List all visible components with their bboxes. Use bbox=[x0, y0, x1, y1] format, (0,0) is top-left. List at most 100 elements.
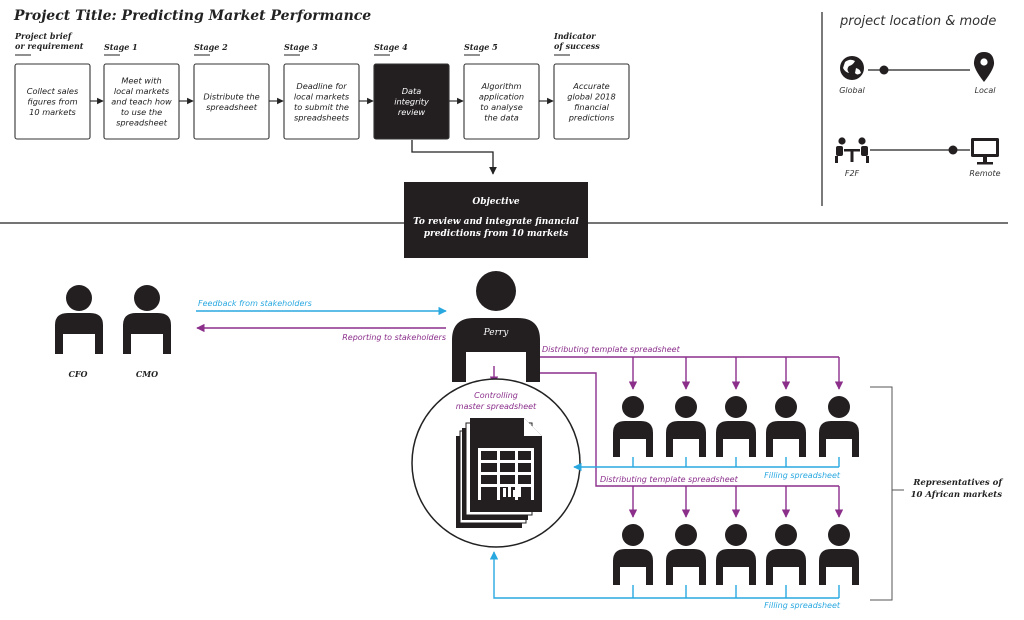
stage-label: Stage 5 bbox=[464, 42, 498, 52]
map-pin-icon bbox=[973, 52, 995, 82]
stakeholder-cfo bbox=[55, 285, 103, 354]
stage-text: Accurate bbox=[572, 81, 609, 91]
person-icon bbox=[716, 396, 756, 457]
representatives-line-2: 10 African markets bbox=[911, 490, 1003, 500]
top-distribution-drops bbox=[628, 357, 844, 390]
filling-connectors-top bbox=[632, 457, 840, 467]
stage-text: figures from bbox=[27, 97, 77, 107]
stage-text: Collect sales bbox=[27, 86, 79, 96]
stage-text: the data bbox=[484, 112, 518, 122]
cmo-label: CMO bbox=[136, 369, 158, 379]
stage-label: Stage 2 bbox=[194, 42, 228, 52]
stage-text: predictions bbox=[568, 112, 615, 122]
filling-label-1: Filling spreadsheet bbox=[764, 471, 841, 480]
objective-line-1: To review and integrate financial bbox=[413, 217, 579, 227]
f2f-label: F2F bbox=[845, 169, 860, 178]
stage-text: to submit the bbox=[294, 102, 349, 112]
person-icon bbox=[716, 524, 756, 585]
stage-text: global 2018 bbox=[567, 91, 615, 101]
meeting-icon bbox=[835, 137, 869, 163]
person-icon bbox=[819, 396, 859, 457]
controlling-line-1: Controlling bbox=[474, 391, 518, 400]
location-scale-marker bbox=[879, 65, 889, 75]
stage-text: review bbox=[398, 107, 426, 117]
person-icon bbox=[666, 396, 706, 457]
distributing-label-2: Distributing template spreadsheet bbox=[600, 475, 739, 484]
perry-label: Perry bbox=[483, 328, 510, 338]
stage-text: Data bbox=[402, 86, 422, 96]
stage-text: Distribute the bbox=[203, 91, 259, 101]
person-icon bbox=[766, 524, 806, 585]
stage-text: local markets bbox=[114, 86, 170, 96]
page-title: Project Title: Predicting Market Perform… bbox=[13, 8, 371, 24]
representatives-bracket bbox=[870, 386, 893, 601]
stage-text: 10 markets bbox=[29, 107, 76, 117]
stage-label: of success bbox=[554, 41, 600, 51]
stage-label: or requirement bbox=[15, 41, 84, 51]
stage-label: Indicator bbox=[553, 31, 596, 41]
feedback-label: Feedback from stakeholders bbox=[198, 299, 312, 308]
stakeholder-cmo bbox=[123, 285, 171, 354]
representatives-bottom-row bbox=[613, 524, 859, 585]
distributing-label-1: Distributing template spreadsheet bbox=[542, 345, 681, 354]
monitor-icon bbox=[971, 138, 999, 165]
distributing-line-2 bbox=[540, 372, 839, 487]
person-icon bbox=[613, 396, 653, 457]
stage-text: Deadline for bbox=[296, 81, 347, 91]
filling-connectors-bottom bbox=[632, 585, 840, 598]
stage4-to-objective-arrow bbox=[411, 140, 497, 175]
stage-text: spreadsheet bbox=[206, 102, 258, 112]
location-title: project location & mode bbox=[839, 14, 996, 29]
stage-text: spreadsheets bbox=[294, 112, 350, 122]
person-icon bbox=[123, 285, 171, 354]
stage-text: application bbox=[479, 91, 524, 101]
location-panel: project location & mode Global Local F bbox=[835, 14, 1001, 178]
stage-label: Stage 1 bbox=[104, 42, 138, 52]
filling-line-2 bbox=[489, 551, 839, 599]
filling-label-2: Filling spreadsheet bbox=[764, 601, 841, 610]
global-label: Global bbox=[839, 86, 865, 95]
stage-label: Stage 3 bbox=[284, 42, 318, 52]
representatives-line-1: Representatives of bbox=[912, 478, 1003, 488]
stage-text: to use the bbox=[121, 107, 162, 117]
stage-text: integrity bbox=[394, 97, 429, 107]
perry-figure bbox=[452, 271, 540, 382]
objective-line-2: predictions from 10 markets bbox=[424, 229, 569, 239]
person-icon bbox=[819, 524, 859, 585]
reporting-label: Reporting to stakeholders bbox=[342, 333, 446, 342]
stage-box bbox=[553, 63, 630, 140]
cfo-label: CFO bbox=[68, 369, 87, 379]
representatives-top-row bbox=[613, 396, 859, 457]
globe-icon bbox=[840, 56, 864, 80]
stage-text: Algorithm bbox=[480, 81, 521, 91]
stage-label: Stage 4 bbox=[374, 42, 408, 52]
person-icon bbox=[55, 285, 103, 354]
controlling-line-2: master spreadsheet bbox=[456, 402, 537, 411]
stage-text: and teach how bbox=[111, 97, 172, 107]
objective-box: Objective To review and integrate financ… bbox=[404, 182, 588, 258]
person-icon bbox=[666, 524, 706, 585]
spreadsheet-icon bbox=[456, 418, 542, 528]
remote-label: Remote bbox=[969, 169, 1000, 178]
stage-text: to analyse bbox=[480, 102, 522, 112]
objective-title: Objective bbox=[472, 197, 519, 207]
local-label: Local bbox=[975, 86, 997, 95]
stage-text: spreadsheet bbox=[116, 118, 168, 128]
person-icon bbox=[613, 524, 653, 585]
stage-text: local markets bbox=[294, 91, 350, 101]
objective-background bbox=[404, 182, 588, 258]
stage-label: Project brief bbox=[14, 31, 73, 41]
person-icon bbox=[766, 396, 806, 457]
bottom-distribution-drops bbox=[628, 486, 844, 518]
stage-text: financial bbox=[574, 102, 609, 112]
stage-text: Meet with bbox=[121, 76, 161, 86]
